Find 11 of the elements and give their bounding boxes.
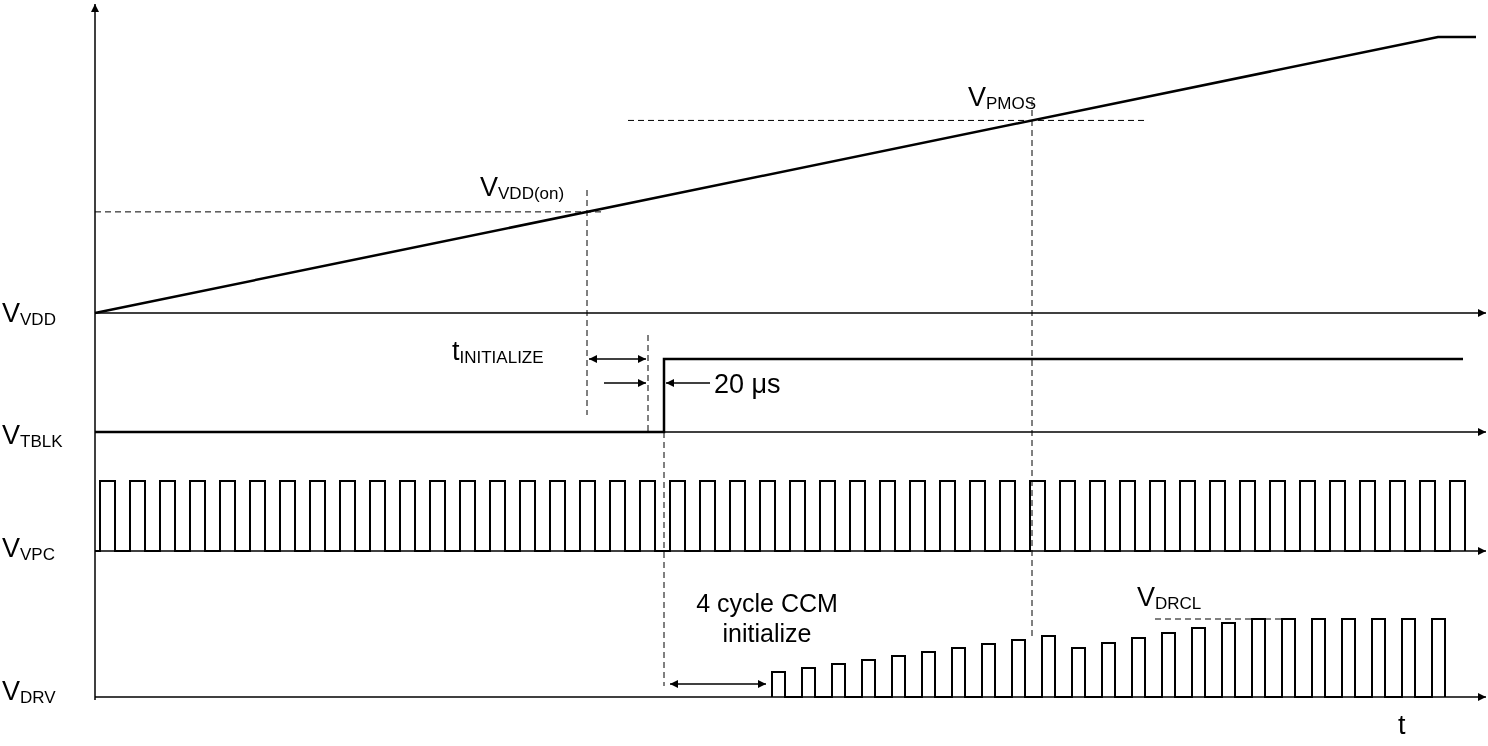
signal-label: V$_{TBLK}$ [2,420,63,454]
signal-label: V$_{VPC}$ [2,533,55,567]
axis-label: t [1398,710,1406,740]
timing-label: t$_{INITIALIZE}$ [452,336,544,370]
signal-label: V$_{PMOS}$ [968,82,1037,116]
signal-label: V$_{VDD}$ [2,298,56,332]
signal-label: V$_{DRV}$ [2,676,56,710]
signal-label: V$_{DRCL}$ [1137,582,1202,616]
timing-label: 20 μs [714,369,781,399]
threshold-label: V$_{VDD(on)}$ [480,172,565,206]
annotation-text: 4 cycle CCM initialize [695,588,839,648]
